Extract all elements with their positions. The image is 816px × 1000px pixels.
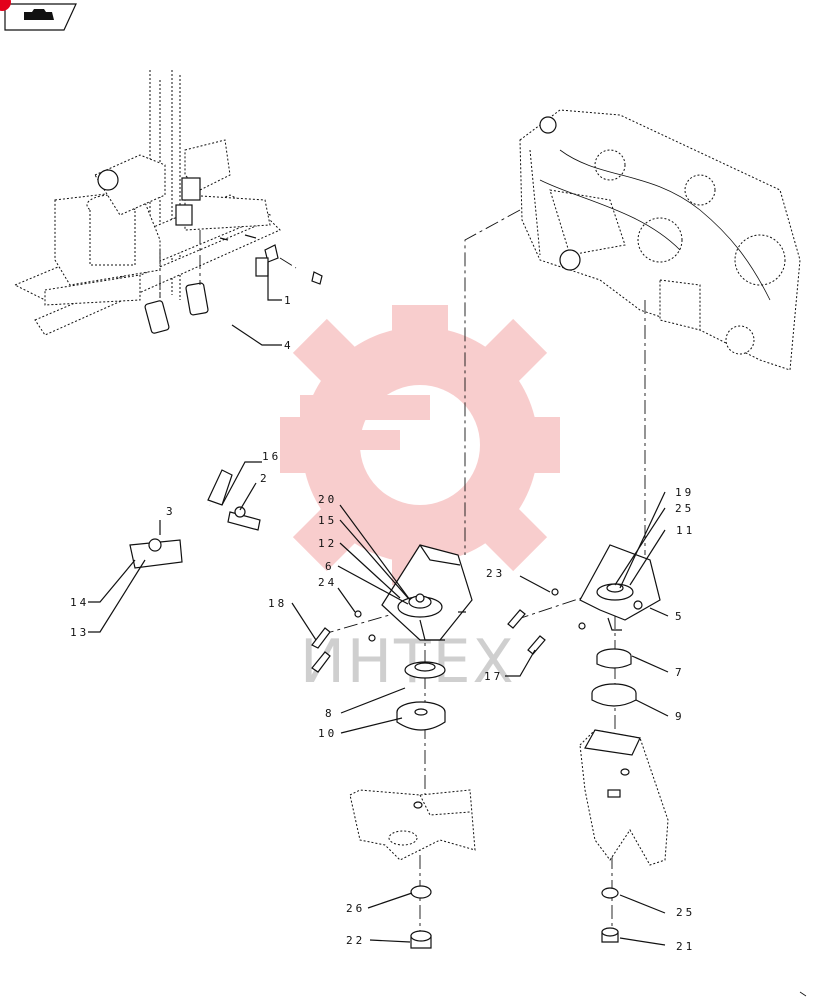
callout-21: 21 — [676, 940, 695, 953]
red-corner-marker — [0, 0, 11, 11]
callout-11: 11 — [676, 524, 695, 537]
callout-16: 16 — [262, 450, 281, 463]
callout-18: 18 — [268, 597, 287, 610]
callout-8: 8 — [325, 707, 335, 720]
callout-26: 26 — [346, 902, 365, 915]
callout-25-lower: 25 — [676, 906, 695, 919]
callout-6: 6 — [325, 560, 335, 573]
right-lower-support — [579, 729, 669, 943]
callout-17: 17 — [484, 670, 503, 683]
hand-pointer-icon — [24, 9, 54, 20]
callout-10: 10 — [318, 727, 337, 740]
callout-2: 2 — [260, 472, 270, 485]
nav-badge[interactable] — [0, 0, 77, 31]
callout-23: 23 — [486, 567, 505, 580]
callout-4: 4 — [284, 339, 294, 352]
watermark-gear — [280, 305, 560, 585]
left-mount-bracket — [311, 544, 473, 673]
callout-24: 24 — [318, 576, 337, 589]
callout-5: 5 — [675, 610, 685, 623]
left-lower-support — [349, 789, 476, 949]
watermark-text: ИНТЕХ — [300, 627, 516, 697]
engine-assembly — [519, 109, 801, 371]
left-frame-assembly — [13, 70, 323, 336]
right-mount-bracket — [507, 544, 661, 655]
hose-set — [103, 257, 269, 569]
callout-13: 13 — [70, 626, 89, 639]
callout-20: 20 — [318, 493, 337, 506]
callout-25-upper: 25 — [675, 502, 694, 515]
callout-3: 3 — [166, 505, 176, 518]
callout-9: 9 — [675, 710, 685, 723]
callout-12: 12 — [318, 537, 337, 550]
right-isolators — [591, 648, 637, 707]
left-isolators — [396, 661, 446, 731]
callout-19: 19 — [675, 486, 694, 499]
callout-14: 14 — [70, 596, 89, 609]
callout-labels: 1 2 3 4 5 6 7 8 9 10 11 12 13 14 15 16 1… — [70, 294, 695, 953]
callout-22: 22 — [346, 934, 365, 947]
leader-lines — [88, 262, 669, 946]
callout-7: 7 — [675, 666, 685, 679]
callout-1: 1 — [284, 294, 294, 307]
callout-15: 15 — [318, 514, 337, 527]
